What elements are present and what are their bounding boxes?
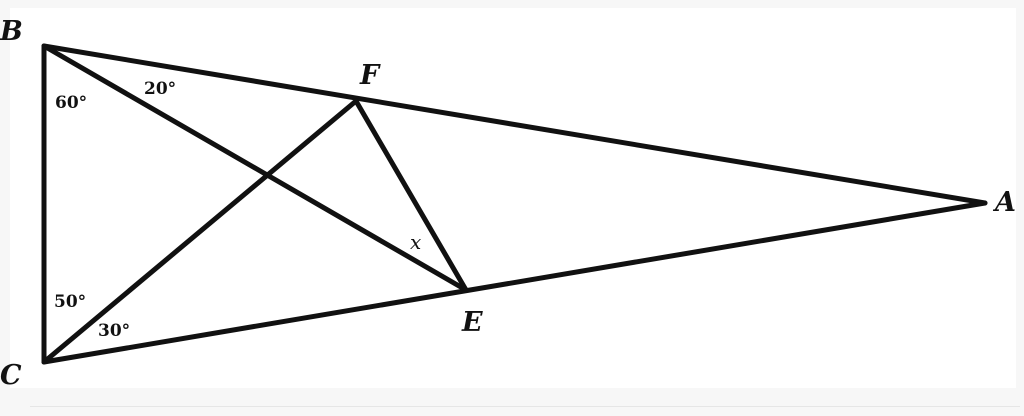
vertex-label-a: A [992,187,1016,218]
side-ca [41,200,988,365]
vertex-label-b: B [0,16,23,47]
segment-be [41,43,469,293]
angle-label-x: x [410,230,421,254]
segment-cf [41,98,359,365]
angle-label-c-top: 50° [54,292,86,312]
angle-label-b-bottom: 60° [55,93,87,113]
vertex-label-e: E [461,307,483,338]
figure-card [10,8,1016,388]
vertex-label-c: C [0,360,22,391]
angle-label-b-top: 20° [144,79,176,99]
segment-fe [353,98,469,293]
divider-line [30,406,1020,407]
side-ba [41,43,988,206]
vertex-label-f: F [359,60,381,91]
angle-label-c-bottom: 30° [98,321,130,341]
